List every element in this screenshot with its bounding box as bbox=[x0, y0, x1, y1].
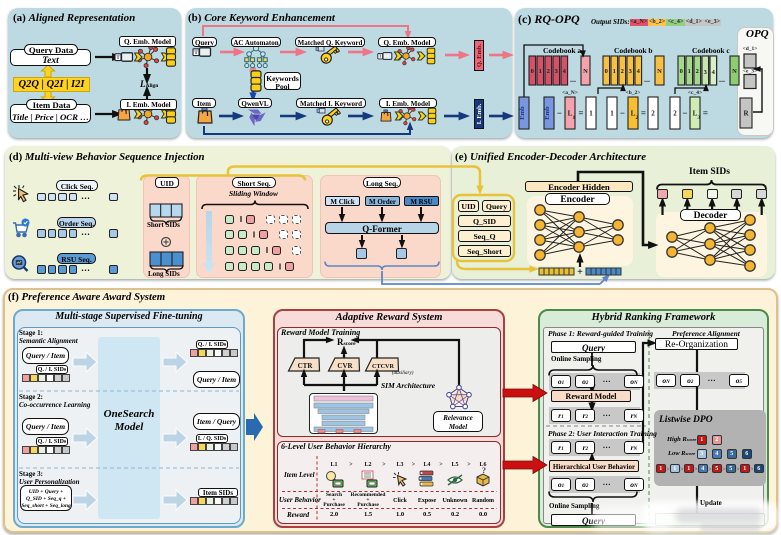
svg-text:3: 3 bbox=[629, 68, 633, 75]
svg-text:0: 0 bbox=[605, 68, 608, 75]
svg-text:3: 3 bbox=[555, 68, 559, 75]
svg-text:2: 2 bbox=[636, 115, 639, 121]
svg-text:CTR: CTR bbox=[298, 362, 314, 370]
svg-text:>: > bbox=[412, 462, 416, 468]
svg-text:2: 2 bbox=[621, 68, 624, 75]
svg-text:T: T bbox=[194, 51, 198, 56]
svg-text:L1: L1 bbox=[330, 462, 337, 468]
svg-text:L: L bbox=[693, 110, 698, 118]
svg-text:4: 4 bbox=[637, 68, 641, 75]
svg-text:L2: L2 bbox=[364, 462, 371, 468]
svg-text:=: = bbox=[703, 108, 708, 118]
svg-text:L6: L6 bbox=[479, 462, 486, 468]
svg-text:1: 1 bbox=[610, 110, 614, 118]
svg-text:1: 1 bbox=[589, 110, 593, 118]
svg-text:CTCVR: CTCVR bbox=[372, 363, 395, 370]
svg-text:Emb: Emb bbox=[544, 106, 551, 120]
svg-text:2: 2 bbox=[547, 68, 550, 75]
svg-text:2: 2 bbox=[696, 68, 699, 75]
svg-text:4: 4 bbox=[712, 69, 716, 76]
svg-text:...: ... bbox=[570, 75, 576, 84]
svg-text:N: N bbox=[732, 68, 737, 75]
svg-text:=: = bbox=[578, 108, 583, 118]
svg-text:Emb: Emb bbox=[519, 106, 526, 120]
svg-text:CVR: CVR bbox=[337, 362, 353, 370]
svg-text:L: L bbox=[631, 110, 636, 118]
svg-text:1: 1 bbox=[539, 68, 542, 75]
svg-text:0: 0 bbox=[531, 68, 534, 75]
svg-text:Q. Emb.: Q. Emb. bbox=[476, 43, 483, 67]
svg-text:>: > bbox=[439, 462, 443, 468]
svg-text:>: > bbox=[349, 462, 353, 468]
svg-text:<d_1>: <d_1> bbox=[743, 46, 758, 52]
svg-text:−: − bbox=[620, 108, 625, 118]
svg-text:>: > bbox=[382, 462, 386, 468]
svg-text:...: ... bbox=[719, 75, 725, 84]
svg-text:L: L bbox=[568, 110, 573, 118]
svg-text:T: T bbox=[379, 54, 382, 59]
svg-text:1: 1 bbox=[573, 115, 576, 121]
svg-text:?: ? bbox=[482, 466, 486, 475]
svg-text:<e_3>: <e_3> bbox=[743, 69, 757, 75]
svg-text:<a_N>: <a_N> bbox=[562, 90, 578, 96]
svg-text:+: + bbox=[577, 267, 583, 278]
svg-text:I. Emb.: I. Emb. bbox=[476, 103, 483, 124]
svg-text:N: N bbox=[657, 68, 662, 75]
svg-text:3: 3 bbox=[698, 115, 701, 121]
svg-text:>: > bbox=[467, 462, 471, 468]
svg-text:L5: L5 bbox=[451, 462, 458, 468]
svg-text:L4: L4 bbox=[423, 462, 430, 468]
svg-text:−: − bbox=[557, 108, 562, 118]
svg-text:=: = bbox=[641, 108, 646, 118]
svg-text:T: T bbox=[116, 56, 120, 61]
svg-text:N: N bbox=[583, 68, 588, 75]
svg-text:<c_4>: <c_4> bbox=[688, 90, 702, 96]
svg-text:<b_2>: <b_2> bbox=[626, 90, 641, 96]
svg-text:2: 2 bbox=[673, 110, 677, 118]
svg-text:1: 1 bbox=[613, 68, 616, 75]
svg-text:...: ... bbox=[644, 75, 650, 84]
svg-text:R: R bbox=[743, 110, 749, 118]
svg-text:−: − bbox=[682, 108, 687, 118]
svg-text:1: 1 bbox=[688, 68, 691, 75]
svg-text:2: 2 bbox=[651, 110, 655, 118]
svg-text:0: 0 bbox=[680, 68, 683, 75]
svg-text:L3: L3 bbox=[396, 462, 403, 468]
svg-text:3: 3 bbox=[704, 69, 708, 76]
svg-text:4: 4 bbox=[563, 68, 567, 75]
